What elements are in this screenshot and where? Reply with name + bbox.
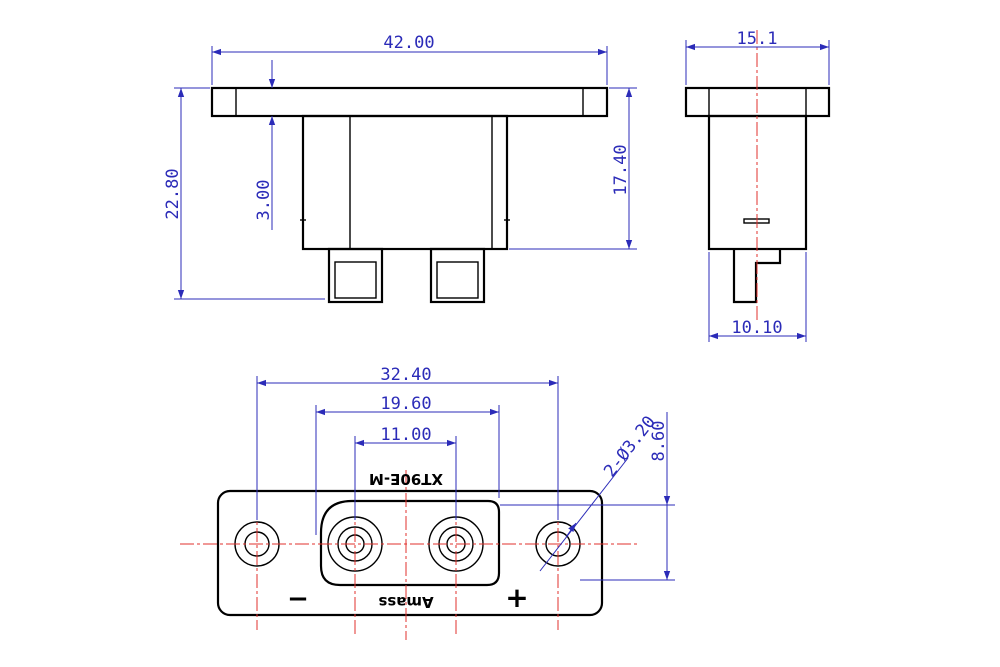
front-pin-right bbox=[429, 247, 486, 304]
brand-marking: Amass bbox=[378, 593, 433, 611]
bottom-view: XT90E-M Amass − + bbox=[180, 470, 640, 640]
front-flange bbox=[210, 86, 609, 118]
dim-overall-height: 22.80 bbox=[163, 168, 183, 219]
connector-housing bbox=[319, 499, 501, 587]
side-view-dimensions: 15.1 10.10 bbox=[685, 29, 830, 342]
negative-sign: − bbox=[287, 584, 309, 614]
side-view bbox=[684, 30, 831, 320]
dim-flange-thickness: 3.00 bbox=[254, 180, 274, 221]
dim-top-width: 42.00 bbox=[383, 33, 434, 53]
positive-sign: + bbox=[505, 581, 528, 614]
side-pin bbox=[732, 249, 782, 304]
dim-side-body-width: 10.10 bbox=[731, 318, 782, 338]
front-pin-right-inner bbox=[436, 261, 479, 299]
front-pin-left-inner bbox=[334, 261, 377, 299]
mounting-plate bbox=[216, 489, 604, 617]
front-view bbox=[210, 86, 609, 304]
dim-housing-width: 19.60 bbox=[380, 394, 431, 414]
front-pin-left bbox=[327, 247, 384, 304]
dim-line-hole-diameter bbox=[539, 457, 629, 572]
front-view-dimensions: 42.00 22.80 3.00 17.40 bbox=[163, 33, 637, 300]
dim-plate-height: 8.60 bbox=[649, 421, 669, 462]
dim-hole-spacing: 32.40 bbox=[380, 365, 431, 385]
dim-body-height: 17.40 bbox=[611, 144, 631, 195]
front-body bbox=[301, 114, 509, 251]
dim-side-width: 15.1 bbox=[737, 29, 778, 49]
dim-pin-spacing: 11.00 bbox=[380, 425, 431, 445]
bottom-view-dimensions: 32.40 19.60 11.00 2-Ø3.20 8.60 bbox=[256, 365, 675, 581]
model-marking: XT90E-M bbox=[369, 470, 443, 488]
